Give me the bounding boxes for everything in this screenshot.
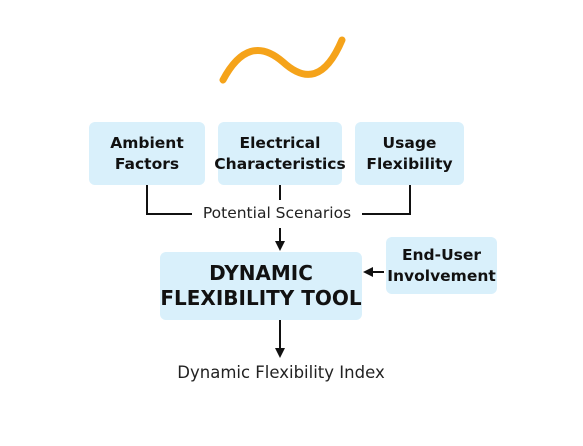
sine-wave-icon <box>219 36 346 84</box>
dynamic-flexibility-index-label: Dynamic Flexibility Index <box>177 363 385 382</box>
ambient-connector-line <box>146 185 192 215</box>
usage-flexibility-box: Usage Flexibility <box>355 122 464 185</box>
usage-flexibility-label: Usage Flexibility <box>366 134 453 173</box>
ambient-factors-label: Ambient Factors <box>110 134 184 173</box>
end-user-involvement-box: End-User Involvement <box>386 237 497 294</box>
usage-connector-line <box>362 185 411 215</box>
dynamic-flexibility-tool-label: DYNAMIC FLEXIBILITY TOOL <box>160 261 362 310</box>
electrical-characteristics-label: Electrical Characteristics <box>214 134 346 173</box>
potential-scenarios-label: Potential Scenarios <box>202 204 352 222</box>
dynamic-flexibility-tool-box: DYNAMIC FLEXIBILITY TOOL <box>160 252 362 320</box>
electrical-characteristics-box: Electrical Characteristics <box>214 122 346 185</box>
ambient-factors-box: Ambient Factors <box>89 122 205 185</box>
end-user-involvement-label: End-User Involvement <box>387 246 496 285</box>
